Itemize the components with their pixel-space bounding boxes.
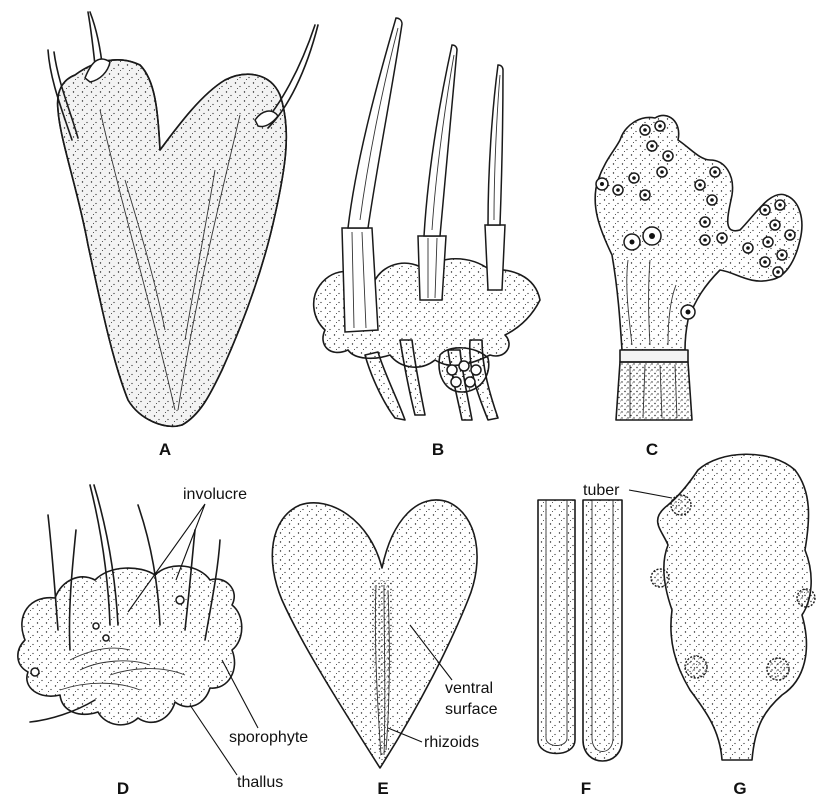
label-ventral-line1: ventral <box>445 680 493 697</box>
panel-label-b: B <box>432 440 444 459</box>
panel-b-drawing <box>314 18 540 420</box>
panel-a-drawing <box>48 12 318 426</box>
panel-label-g: G <box>733 779 746 798</box>
label-tuber: tuber <box>583 482 620 499</box>
panel-d-drawing <box>18 485 242 725</box>
panel-label-f: F <box>581 779 591 798</box>
leader-tuber <box>629 490 672 498</box>
label-thallus: thallus <box>237 774 283 791</box>
label-involucre: involucre <box>183 486 247 503</box>
panel-label-e: E <box>377 779 388 798</box>
panel-label-c: C <box>646 440 658 459</box>
panel-f-drawing <box>538 500 622 761</box>
label-ventral-line2: surface <box>445 701 498 718</box>
panel-label-a: A <box>159 440 171 459</box>
leader-sporophyte <box>222 660 258 728</box>
panel-g-drawing <box>651 454 815 760</box>
label-sporophyte: sporophyte <box>229 729 308 746</box>
label-rhizoids: rhizoids <box>424 734 479 751</box>
panel-e-drawing <box>272 500 477 768</box>
panel-label-d: D <box>117 779 129 798</box>
panel-c-drawing <box>595 115 802 420</box>
